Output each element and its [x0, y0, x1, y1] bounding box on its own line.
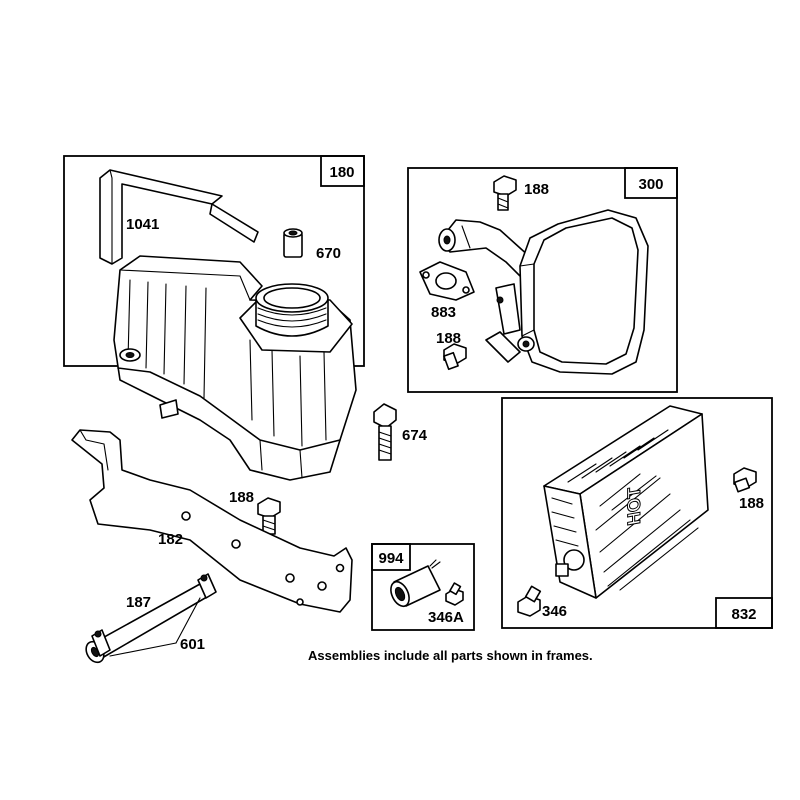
label-188-bracket: 188: [229, 489, 254, 506]
fuel-line-1041: [99, 169, 259, 265]
label-182: 182: [158, 531, 183, 548]
frame-994-border: [371, 543, 475, 631]
bushing-670: [283, 228, 303, 258]
bolt-346: [517, 585, 542, 617]
label-1041: 1041: [126, 216, 159, 233]
label-187: 187: [126, 594, 151, 611]
label-674: 674: [402, 427, 428, 444]
exhaust-pipe: [438, 219, 541, 283]
frame-832: 832: [501, 397, 773, 629]
frame-994: 994: [371, 543, 475, 631]
frame-180-tag: [320, 155, 365, 187]
bracket-182: [71, 429, 353, 613]
gasket-883: [419, 261, 475, 301]
bolt-188-bracket: [257, 497, 281, 535]
bolt-674: [373, 403, 397, 461]
label-346A: 346A: [428, 609, 464, 626]
frame-300-label: 300: [638, 176, 663, 193]
frame-300: 300: [407, 167, 678, 393]
heat-shield: HOT: [543, 405, 709, 599]
muffler: [485, 209, 649, 375]
frame-832-label: 832: [731, 606, 756, 623]
bolt-188-muffler-top: [493, 175, 517, 211]
label-883: 883: [431, 304, 456, 321]
frame-994-label: 994: [378, 550, 404, 567]
frame-300-border: [407, 167, 678, 393]
fuel-tank: [113, 255, 357, 481]
label-601: 601: [180, 636, 205, 653]
label-188-muffler-bottom: 188: [436, 330, 461, 347]
frame-832-tag: [715, 597, 773, 629]
frame-300-tag: [624, 167, 678, 199]
assembly-note: Assemblies include all parts shown in fr…: [308, 648, 593, 663]
frame-832-border: [501, 397, 773, 629]
bolt-188-muffler-bottom: [443, 343, 467, 371]
frame-180-label: 180: [329, 164, 354, 181]
spark-arrester-994: [390, 559, 464, 608]
frame-994-tag: [371, 543, 411, 571]
label-188-guard: 188: [739, 495, 764, 512]
leader-601: [109, 597, 201, 657]
hot-warning-text: HOT: [624, 485, 644, 526]
label-670: 670: [316, 245, 341, 262]
fuel-hose-187: [85, 573, 217, 664]
label-188-muffler-top: 188: [524, 181, 549, 198]
label-346: 346: [542, 603, 567, 620]
bolt-188-guard: [733, 467, 757, 493]
